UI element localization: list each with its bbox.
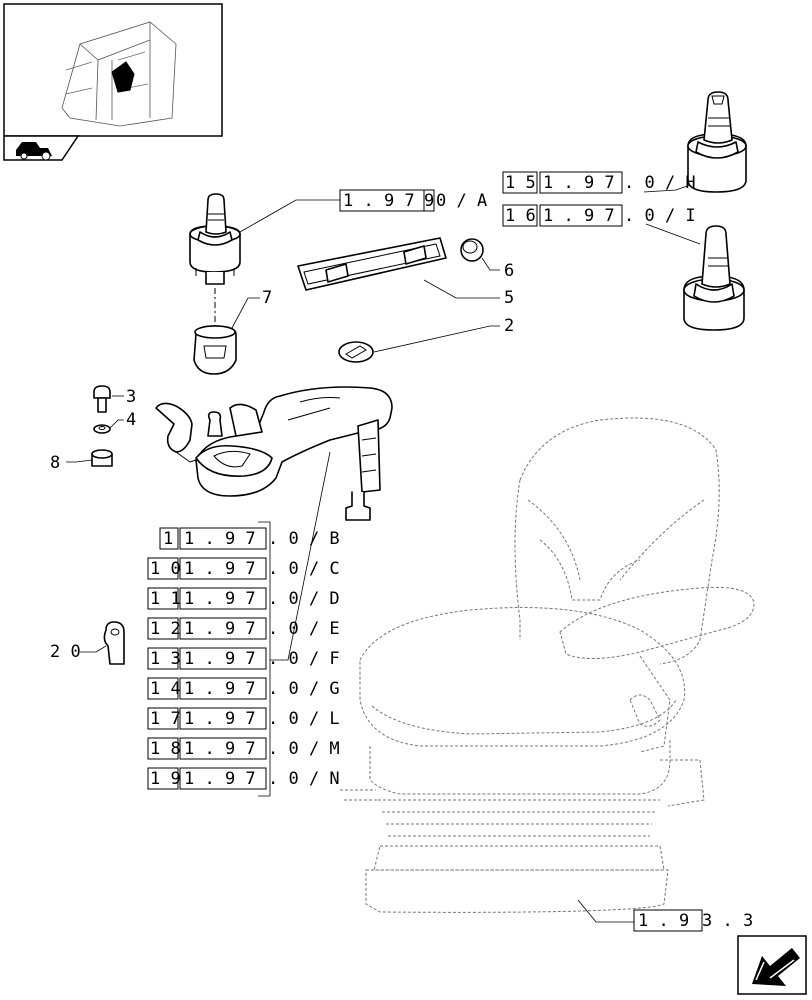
ref-list-number: 1 . 9 7 xyxy=(184,619,256,639)
ref-list-item[interactable]: 1 8 1 . 9 7 . 0 / M xyxy=(147,737,340,760)
ref-top-h-tail: . 0 / H xyxy=(624,173,696,193)
ref-list-number: 1 . 9 7 xyxy=(184,559,256,579)
ref-top-h-number: 1 . 9 7 xyxy=(543,173,615,193)
ref-list-tail: . 0 / L xyxy=(268,709,340,729)
item-label-20: 2 0 xyxy=(50,642,81,662)
ref-seat-tail: 3 . 3 xyxy=(702,911,753,931)
ref-top-a[interactable]: 1 . 9 7 9 0 / A xyxy=(339,189,487,212)
ref-list-prefix: 1 7 xyxy=(150,709,181,729)
ref-list-number: 1 . 9 7 xyxy=(184,739,256,759)
leader-lines xyxy=(66,184,701,923)
ref-list-tail: . 0 / N xyxy=(268,769,340,789)
part-4-washer[interactable] xyxy=(93,424,111,434)
ref-list-item[interactable]: 1 4 1 . 9 7 . 0 / G xyxy=(147,677,340,700)
ref-list-prefix: 1 xyxy=(163,529,173,549)
ref-top-a-suffix: 9 xyxy=(424,191,434,211)
ref-list-prefix: 1 4 xyxy=(150,679,181,699)
joystick-right-i[interactable] xyxy=(683,225,745,331)
ref-list-number: 1 . 9 7 xyxy=(184,529,256,549)
ref-list-tail: . 0 / M xyxy=(268,739,340,759)
ref-list-prefix: 1 1 xyxy=(150,589,181,609)
item-label-6: 6 xyxy=(504,261,514,281)
ref-top-i[interactable]: 1 6 1 . 9 7 . 0 / I xyxy=(502,204,696,227)
ref-top-h[interactable]: 1 5 1 . 9 7 . 0 / H xyxy=(502,171,696,194)
ref-list-tail: . 0 / B xyxy=(268,529,340,549)
ref-list-prefix: 1 8 xyxy=(150,739,181,759)
part-7-boot[interactable] xyxy=(193,325,237,375)
next-page-button[interactable] xyxy=(737,935,807,995)
item-label-8: 8 xyxy=(50,453,60,473)
seat-outline xyxy=(340,417,755,913)
part-3-bolt[interactable] xyxy=(93,385,111,413)
ref-list-item[interactable]: 1 1 1 . 9 7 . 0 / D xyxy=(147,587,340,610)
ref-list-prefix: 1 9 xyxy=(150,769,181,789)
ref-top-h-prefix: 1 5 xyxy=(505,173,536,193)
ref-list-number: 1 . 9 7 xyxy=(184,679,256,699)
joystick-left[interactable] xyxy=(189,193,241,330)
arrow-icon xyxy=(752,948,800,986)
ref-list-item[interactable]: 1 0 1 . 9 7 . 0 / C xyxy=(147,557,340,580)
item-labels: 7 6 5 2 3 4 8 2 0 xyxy=(50,261,514,662)
ref-list-item[interactable]: 1 9 1 . 9 7 . 0 / N xyxy=(147,767,340,790)
ref-list-number: 1 . 9 7 xyxy=(184,649,256,669)
ref-list-prefix: 1 2 xyxy=(150,619,181,639)
navigation-tab[interactable] xyxy=(3,135,80,161)
tractor-cab-thumbnail-icon xyxy=(61,21,177,127)
part-6-grommet[interactable] xyxy=(460,238,484,262)
ref-top-i-number: 1 . 9 7 xyxy=(543,206,615,226)
ref-top-i-prefix: 1 6 xyxy=(505,206,536,226)
ref-list-number: 1 . 9 7 xyxy=(184,769,256,789)
ref-list-item[interactable]: 1 3 1 . 9 7 . 0 / F xyxy=(147,647,340,670)
ref-top-a-number: 1 . 9 7 xyxy=(343,191,415,211)
ref-list-tail: . 0 / D xyxy=(268,589,340,609)
item-label-7: 7 xyxy=(262,288,272,308)
tractor-icon xyxy=(16,142,52,161)
ref-list-item[interactable]: 1 2 1 . 9 7 . 0 / E xyxy=(147,617,340,640)
ref-list-tail: . 0 / C xyxy=(268,559,340,579)
ref-list-prefix: 1 3 xyxy=(150,649,181,669)
part-2-disc[interactable] xyxy=(338,341,374,363)
ref-top-i-tail: . 0 / I xyxy=(624,206,696,226)
armrest-console[interactable] xyxy=(155,386,393,521)
ref-top-a-tail: 0 / A xyxy=(436,191,487,211)
thumbnail-panel[interactable] xyxy=(3,3,223,137)
part-20-clip[interactable] xyxy=(103,621,125,665)
ref-list-item[interactable]: 1 7 1 . 9 7 . 0 / L xyxy=(147,707,340,730)
ref-list-tail: . 0 / F xyxy=(268,649,340,669)
ref-list-item[interactable]: 1 1 . 9 7 . 0 / B xyxy=(159,527,340,550)
ref-list-tail: . 0 / E xyxy=(268,619,340,639)
ref-list: 1 1 . 9 7 . 0 / B 1 0 1 . 9 7 . 0 / C 1 … xyxy=(147,527,340,790)
ref-list-number: 1 . 9 7 xyxy=(184,709,256,729)
ref-seat[interactable]: 1 . 9 3 . 3 xyxy=(633,909,753,932)
part-8-nut[interactable] xyxy=(91,449,113,467)
item-label-2: 2 xyxy=(504,316,514,336)
ref-list-prefix: 1 0 xyxy=(150,559,181,579)
joystick-right-h[interactable] xyxy=(687,91,747,193)
ref-list-tail: . 0 / G xyxy=(268,679,340,699)
item-label-4: 4 xyxy=(126,410,136,430)
item-label-3: 3 xyxy=(126,387,136,407)
part-5-plate[interactable] xyxy=(297,237,447,291)
ref-seat-number: 1 . 9 xyxy=(638,911,689,931)
item-label-5: 5 xyxy=(504,288,514,308)
ref-list-number: 1 . 9 7 xyxy=(184,589,256,609)
